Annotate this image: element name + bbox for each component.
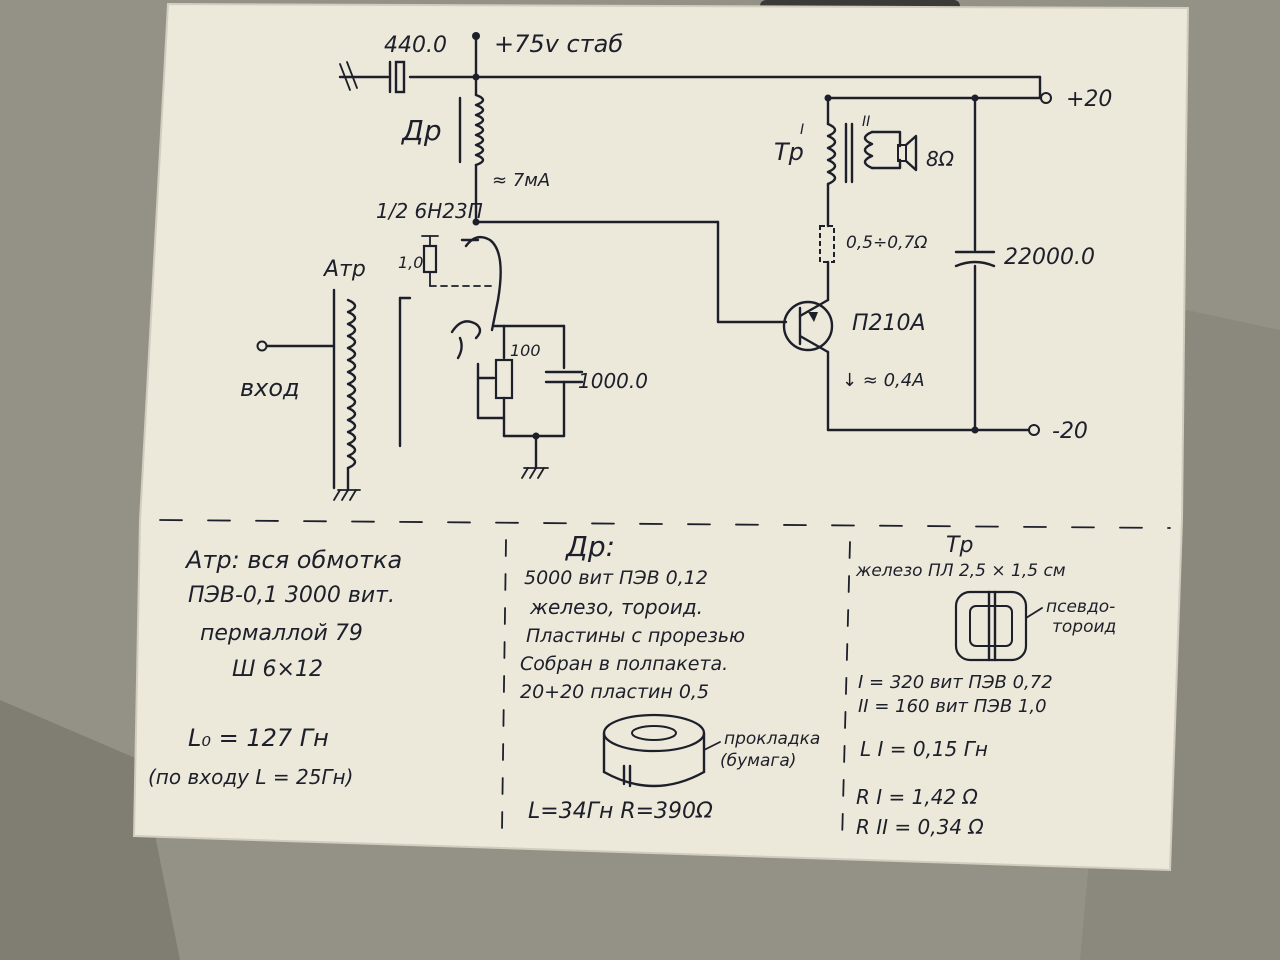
dr-line-1: 5000 вит ПЭВ 0,12 <box>524 567 708 589</box>
input-transformer <box>256 288 412 501</box>
plus-rail-label: +20 <box>1066 87 1112 112</box>
tr-core-label-1: псевдо- <box>1046 597 1115 617</box>
base-drive-wire <box>716 220 788 324</box>
filter-capacitor <box>954 96 996 432</box>
column-divider-left <box>501 539 507 831</box>
dr-line-2: железо, тороид. <box>529 595 703 619</box>
tr-line-4: L I = 0,15 Гн <box>860 737 988 761</box>
dr-line-3: Пластины с прорезью <box>526 625 745 647</box>
paper <box>132 2 1190 872</box>
output-transformer <box>826 96 902 228</box>
tube-triode <box>429 218 720 360</box>
emitter-resistor <box>819 225 835 302</box>
output-transformer-label: Тр <box>774 138 804 166</box>
choke-current-label: ≈ 7мА <box>492 170 550 191</box>
input-capacitor <box>339 60 406 94</box>
tr-line-1: железо ПЛ 2,5 × 1,5 см <box>855 561 1066 581</box>
atr-line-3: пермаллой 79 <box>200 621 363 646</box>
dr-spacer-label-1: прокладка <box>724 729 820 749</box>
filter-cap-label: 22000.0 <box>1004 245 1095 270</box>
notes-dr: Др: 5000 вит ПЭВ 0,12 железо, тороид. Пл… <box>520 530 745 703</box>
choke-label: Др <box>400 114 442 147</box>
minus-rail <box>826 424 1040 436</box>
toroid-core-drawing <box>602 713 721 788</box>
cathode-network <box>476 324 584 479</box>
tr-line-5: R I = 1,42 Ω <box>856 785 979 809</box>
atr-line-2: ПЭВ-0,1 3000 вит. <box>188 583 395 608</box>
supply-voltage-label: +75v стаб <box>494 30 623 58</box>
tr-line-3: II = 160 вит ПЭВ 1,0 <box>858 696 1047 717</box>
atr-line-1: Атр: вся обмотка <box>184 546 402 574</box>
notes-tr: Тр железо ПЛ 2,5 × 1,5 см псевдо- тороид… <box>855 533 1116 839</box>
input-cap-label: 440.0 <box>384 33 447 58</box>
tr-line-2: I = 320 вит ПЭВ 0,72 <box>858 672 1053 693</box>
winding-secondary-label: II <box>862 114 870 130</box>
speaker-icon <box>897 134 918 172</box>
grid-resistor-label: 1,0 <box>398 253 423 272</box>
cathode-resistor-label: 100 <box>510 341 541 360</box>
speaker-impedance-label: 8Ω <box>926 147 955 171</box>
pseudo-toroid-core-drawing <box>954 590 1043 662</box>
supply-rail <box>338 32 1042 81</box>
emitter-resistor-label: 0,5÷0,7Ω <box>846 233 927 253</box>
tr-core-label-2: тороид <box>1052 617 1116 637</box>
choke <box>458 75 485 224</box>
winding-primary-label: I <box>800 122 804 138</box>
dr-line-5: 20+20 пластин 0,5 <box>520 681 709 703</box>
plus-terminal <box>824 75 1052 104</box>
atr-line-5: L₀ = 127 Гн <box>188 724 329 752</box>
dr-line-4: Собран в полпакета. <box>520 653 728 675</box>
tr-title: Тр <box>946 533 973 558</box>
atr-line-6: (по входу L = 25Гн) <box>148 765 353 789</box>
cathode-cap-label: 1000.0 <box>578 369 648 393</box>
transistor-label: П210А <box>852 311 926 336</box>
minus-rail-label: -20 <box>1052 419 1088 444</box>
tube-label: 1/2 6Н23П <box>376 199 483 223</box>
atr-line-4: Ш 6×12 <box>232 657 323 682</box>
grid-resistor <box>421 235 439 287</box>
input-transformer-label: Атр <box>322 257 366 282</box>
dr-spacer-label-2: (бумага) <box>720 751 796 771</box>
input-label: вход <box>240 374 300 402</box>
tr-line-6: R II = 0,34 Ω <box>856 815 984 839</box>
dr-line-6: L=34Гн R=390Ω <box>528 799 713 824</box>
transistor-symbol <box>782 298 834 432</box>
column-divider-right <box>841 541 851 843</box>
notes-atr: Атр: вся обмотка ПЭВ-0,1 3000 вит. перма… <box>148 546 402 789</box>
collector-current-label: ↓ ≈ 0,4А <box>842 370 925 391</box>
dr-title: Др: <box>564 530 615 563</box>
